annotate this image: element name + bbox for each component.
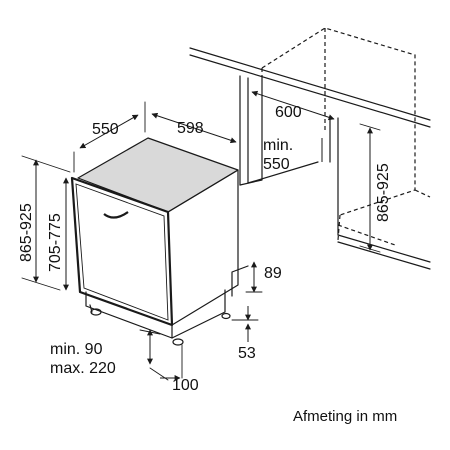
door-height-label: 705-775	[47, 213, 64, 272]
niche-depth-min-label: min.	[263, 137, 293, 154]
dishwasher-body	[70, 137, 239, 346]
niche-height-dimension: 865-925	[359, 123, 392, 253]
toe-depth-label: 100	[172, 377, 199, 394]
niche-width-dimension: 600	[251, 90, 335, 121]
niche-width-label: 600	[275, 104, 302, 121]
width-dimension: 598	[151, 112, 241, 151]
height-dimension: 865-925	[18, 155, 71, 291]
niche-height-label: 865-925	[375, 163, 392, 222]
units-caption: Afmeting in mm	[293, 408, 397, 425]
toe-min-label: min. 90	[50, 341, 103, 358]
height-label: 865-925	[18, 203, 35, 262]
door-height-dimension: 705-775	[47, 177, 69, 291]
niche-outline	[189, 27, 431, 270]
plinth-offset-dimension: 53	[231, 306, 259, 362]
toe-height-dimension: min. 90 max. 220	[50, 329, 161, 377]
niche-depth-value-label: 550	[263, 156, 290, 173]
plinth-height-label: 89	[264, 265, 282, 282]
plinth-offset-label: 53	[238, 345, 256, 362]
depth-label: 550	[92, 121, 119, 138]
plinth-height-dimension: 89	[231, 261, 282, 297]
toe-depth-dimension: 100	[149, 344, 199, 394]
niche-depth-dimension: min. 550	[263, 137, 323, 173]
toe-max-label: max. 220	[50, 360, 116, 377]
depth-dimension: 550	[73, 101, 146, 173]
width-label: 598	[177, 120, 204, 137]
